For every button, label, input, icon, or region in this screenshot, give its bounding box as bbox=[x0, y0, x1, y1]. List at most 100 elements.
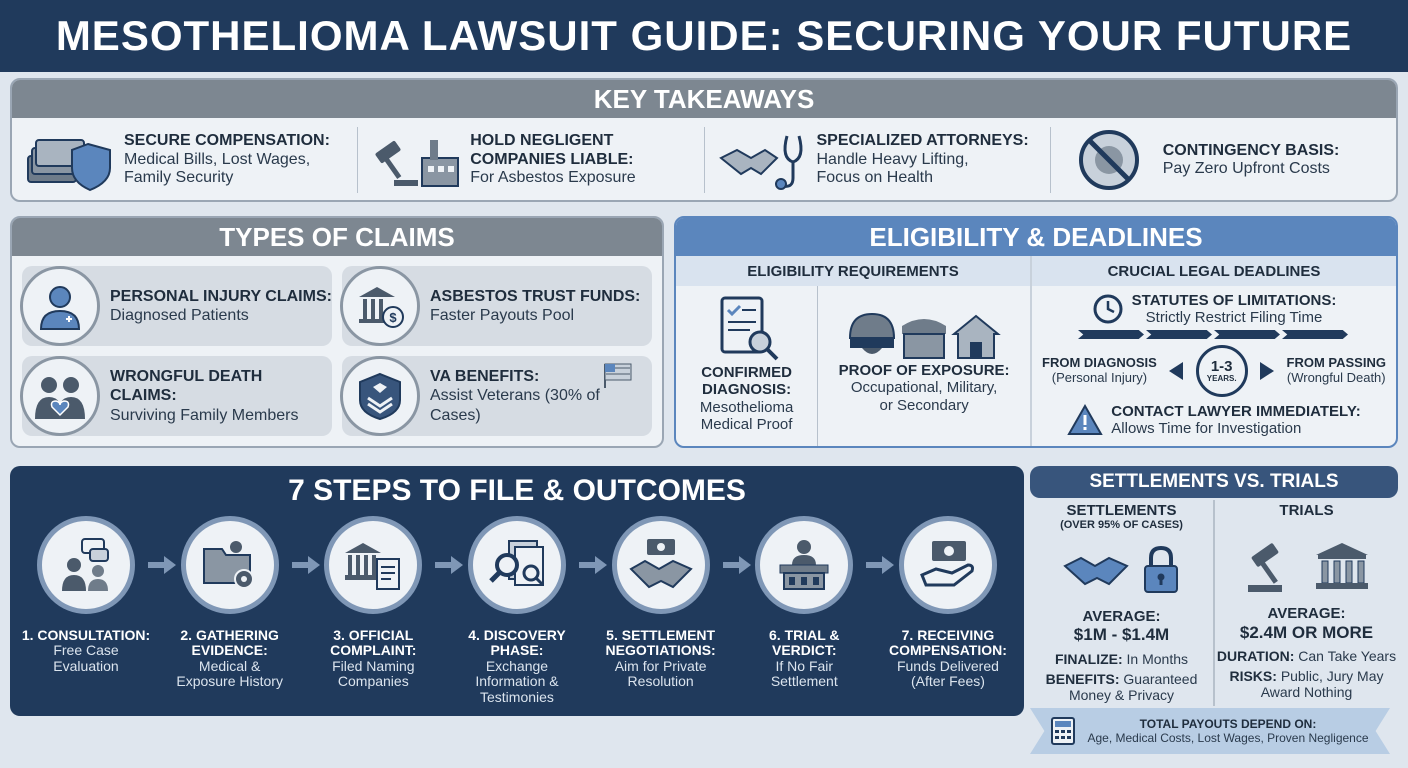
no-dollar-icon bbox=[1063, 128, 1155, 192]
bank-dollar-icon: $ bbox=[340, 266, 420, 346]
eligibility-deadlines-panel: ELIGIBILITY & DEADLINES ELIGIBILITY REQU… bbox=[674, 216, 1398, 448]
contact-lawyer: CONTACT LAWYER IMMEDIATELY: Allows Time … bbox=[1042, 403, 1386, 437]
risks-text: Public, Jury May bbox=[1280, 668, 1384, 685]
benefits-text: Guaranteed bbox=[1123, 670, 1198, 687]
step-title: NEGOTIATIONS: bbox=[605, 642, 716, 659]
clock-icon bbox=[1093, 294, 1123, 324]
military-badge-icon bbox=[340, 356, 420, 436]
claim-va-benefits: VA BENEFITS: Assist Veterans (30% of Cas… bbox=[340, 356, 652, 436]
lock-icon bbox=[1143, 545, 1178, 593]
settlements-note: (OVER 95% OF CASES) bbox=[1060, 519, 1183, 532]
requirement-title: DIAGNOSIS: bbox=[702, 381, 792, 399]
step-sub: Free Case bbox=[53, 642, 119, 659]
risks-text: Award Nothing bbox=[1260, 684, 1353, 701]
claim-wrongful-death: WRONGFUL DEATH CLAIMS: Surviving Family … bbox=[20, 356, 332, 436]
arrow-right-icon bbox=[435, 556, 464, 574]
courthouse-document-icon bbox=[324, 516, 423, 614]
flag-icon bbox=[604, 363, 632, 388]
deadline-timeline: FROM DIAGNOSIS (Personal Injury) 1-3 YEA… bbox=[1042, 345, 1386, 397]
takeaway-title: SPECIALIZED ATTORNEYS: bbox=[816, 132, 1029, 150]
handshake-icon bbox=[1062, 556, 1129, 586]
from-passing-sub: (Wrongful Death) bbox=[1286, 370, 1386, 385]
statutes-of-limitations: STATUTES OF LIMITATIONS: Strictly Restri… bbox=[1042, 292, 1386, 326]
from-passing: FROM PASSING (Wrongful Death) bbox=[1286, 355, 1386, 386]
duration-label: DURATION: bbox=[1216, 648, 1295, 665]
settlements-vs-trials: SETTLEMENTS (OVER 95% OF CASES) AVERAGE:… bbox=[1030, 500, 1398, 706]
helmet-soldier-house-icon bbox=[849, 312, 1001, 359]
step-sub: Filed Naming bbox=[332, 657, 415, 674]
step-sub: Medical & bbox=[198, 657, 261, 674]
claim-sub: Diagnosed Patients bbox=[110, 307, 249, 324]
from-diagnosis-title: FROM DIAGNOSIS bbox=[1042, 355, 1157, 371]
family-heart-icon bbox=[20, 356, 100, 436]
types-of-claims-panel: TYPES OF CLAIMS PERSONAL INJURY CLAIMS: … bbox=[10, 216, 664, 448]
takeaway-line: Pay Zero Upfront Costs bbox=[1162, 160, 1330, 177]
consultation-icon bbox=[37, 516, 135, 614]
legal-deadlines-heading: CRUCIAL LEGAL DEADLINES bbox=[1032, 256, 1396, 286]
arrow-right-icon bbox=[578, 556, 607, 574]
timeline-bar bbox=[1078, 330, 1350, 339]
requirement-sub: Medical Proof bbox=[700, 415, 793, 433]
step-sub: Exposure History bbox=[176, 673, 283, 690]
step-title: 1. CONSULTATION: bbox=[21, 627, 151, 643]
claim-title: VA BENEFITS: bbox=[430, 368, 540, 386]
requirement-title: PROOF OF EXPOSURE: bbox=[838, 362, 1010, 379]
steps-panel: 7 STEPS TO FILE & OUTCOMES 1. CONSULTATI… bbox=[10, 466, 1024, 716]
warning-icon bbox=[1067, 404, 1104, 435]
duration-text: Can Take Years bbox=[1298, 648, 1397, 665]
courthouse-icon bbox=[1315, 543, 1368, 590]
requirement-sub: or Secondary bbox=[879, 396, 969, 414]
clock-unit: YEARS. bbox=[1206, 374, 1237, 383]
finalize-text: In Months bbox=[1126, 650, 1189, 667]
step-title: VERDICT: bbox=[772, 642, 837, 659]
takeaway-line: Family Security bbox=[124, 169, 234, 187]
payouts-sub: Age, Medical Costs, Lost Wages, Proven N… bbox=[1087, 731, 1369, 745]
claim-sub: Assist Veterans (30% of Cases) bbox=[430, 387, 600, 424]
sol-title: STATUTES OF LIMITATIONS: bbox=[1131, 292, 1337, 309]
step-sub: Testimonies bbox=[480, 688, 554, 705]
steps-heading: 7 STEPS TO FILE & OUTCOMES bbox=[288, 474, 746, 507]
takeaway-contingency: CONTINGENCY BASIS: Pay Zero Upfront Cost… bbox=[1051, 127, 1396, 193]
step-title: COMPLAINT: bbox=[330, 642, 417, 659]
finalize-label: FINALIZE: bbox=[1054, 650, 1123, 667]
step-title: COMPENSATION: bbox=[888, 642, 1007, 659]
step-title: 7. RECEIVING bbox=[901, 627, 995, 643]
key-takeaways-heading: KEY TAKEAWAYS bbox=[12, 80, 1396, 118]
calculator-icon bbox=[1051, 717, 1075, 745]
takeaway-title: SECURE COMPENSATION: bbox=[124, 132, 330, 150]
trials-avg-value: $2.4M OR MORE bbox=[1239, 622, 1374, 642]
step-sub: Companies bbox=[337, 673, 409, 690]
eligibility-requirements-heading: ELIGIBILITY REQUIREMENTS bbox=[676, 256, 1030, 286]
step-sub: Resolution bbox=[627, 673, 694, 690]
payouts-title: TOTAL PAYOUTS DEPEND ON: bbox=[1139, 716, 1317, 731]
step-sub: Funds Delivered bbox=[896, 657, 999, 674]
benefits-label: BENEFITS: bbox=[1045, 670, 1120, 687]
step-title: 6. TRIAL & bbox=[769, 627, 840, 643]
money-shield-icon bbox=[24, 128, 116, 192]
settlements-title: SETTLEMENTS bbox=[1066, 502, 1177, 519]
from-passing-title: FROM PASSING bbox=[1286, 355, 1386, 371]
total-payouts-banner: TOTAL PAYOUTS DEPEND ON: Age, Medical Co… bbox=[1030, 708, 1390, 754]
step-title: 4. DISCOVERY bbox=[468, 627, 566, 643]
from-diagnosis: FROM DIAGNOSIS (Personal Injury) bbox=[1042, 355, 1157, 386]
trials-title: TRIALS bbox=[1279, 502, 1334, 519]
arrow-right-icon bbox=[866, 556, 895, 574]
step-sub: Aim for Private bbox=[614, 657, 707, 674]
step-sub: Exchange bbox=[485, 657, 549, 674]
requirement-title: CONFIRMED bbox=[701, 364, 793, 381]
gavel-icon bbox=[1247, 543, 1282, 593]
benefits-text: Money & Privacy bbox=[1068, 686, 1175, 703]
patient-icon bbox=[20, 266, 100, 346]
years-clock-icon: 1-3 YEARS. bbox=[1195, 345, 1248, 397]
takeaway-line: Handle Heavy Lifting, bbox=[816, 150, 969, 168]
step-sub: Information & bbox=[475, 673, 559, 690]
takeaway-attorneys: SPECIALIZED ATTORNEYS: Handle Heavy Lift… bbox=[705, 127, 1051, 193]
arrow-left-icon bbox=[1169, 362, 1184, 380]
risks-label: RISKS: bbox=[1229, 668, 1277, 685]
takeaway-liability: HOLD NEGLIGENT COMPANIES LIABLE: For Asb… bbox=[358, 127, 705, 193]
step-sub: If No Fair bbox=[775, 657, 834, 674]
